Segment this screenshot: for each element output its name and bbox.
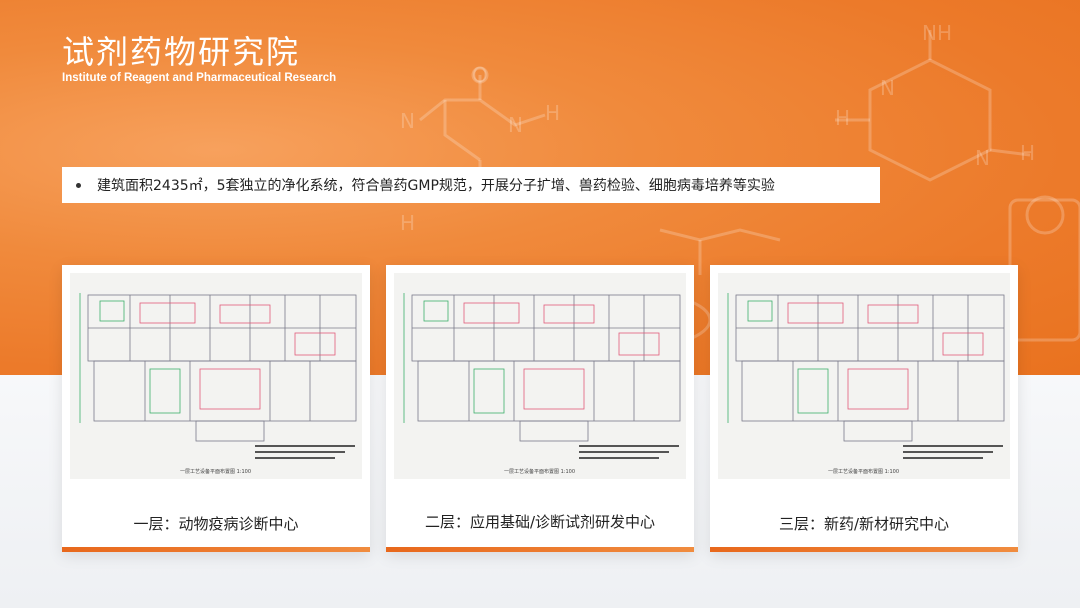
summary-text: 建筑面积2435㎡，5套独立的净化系统，符合兽药GMP规范，开展分子扩增、兽药检… bbox=[97, 178, 775, 194]
svg-text:H: H bbox=[835, 106, 850, 130]
page-subtitle: Institute of Reagent and Pharmaceutical … bbox=[62, 72, 337, 84]
floorplan-drawing-icon: 一层工艺设备平面布置图 1:100 bbox=[70, 273, 362, 479]
card-caption: 一层：动物疫病诊断中心 bbox=[133, 515, 299, 533]
svg-text:N: N bbox=[508, 113, 523, 137]
floor-plan-image: 一层工艺设备平面布置图 1:100 bbox=[70, 273, 362, 479]
svg-text:NH: NH bbox=[922, 21, 952, 45]
bullet-icon bbox=[76, 182, 81, 188]
svg-text:N: N bbox=[880, 76, 895, 100]
svg-text:H: H bbox=[400, 211, 415, 235]
floor-plan-image: 一层工艺设备平面布置图 1:100 bbox=[718, 273, 1010, 479]
floor-card-2: 一层工艺设备平面布置图 1:100 二层：应用基础/诊断试剂研发中心 bbox=[386, 265, 694, 552]
svg-text:H: H bbox=[545, 101, 560, 125]
card-caption: 三层：新药/新材研究中心 bbox=[778, 515, 950, 533]
card-caption: 二层：应用基础/诊断试剂研发中心 bbox=[424, 513, 656, 531]
plan-label: 一层工艺设备平面布置图 1:100 bbox=[180, 468, 251, 475]
plan-label: 一层工艺设备平面布置图 1:100 bbox=[828, 468, 899, 475]
floorplan-drawing-icon: 一层工艺设备平面布置图 1:100 bbox=[394, 273, 686, 479]
svg-text:H: H bbox=[1020, 141, 1035, 165]
floor-card-1: 一层工艺设备平面布置图 1:100 一层：动物疫病诊断中心 bbox=[62, 265, 370, 552]
floor-card-3: 一层工艺设备平面布置图 1:100 三层：新药/新材研究中心 bbox=[710, 265, 1018, 552]
floor-plan-image: 一层工艺设备平面布置图 1:100 bbox=[394, 273, 686, 479]
card-accent-bar bbox=[386, 547, 694, 552]
plan-label: 一层工艺设备平面布置图 1:100 bbox=[504, 468, 575, 475]
page-title: 试剂药物研究院 bbox=[62, 33, 301, 71]
svg-text:N: N bbox=[400, 109, 415, 133]
svg-text:O: O bbox=[472, 63, 488, 87]
summary-bullet: 建筑面积2435㎡，5套独立的净化系统，符合兽药GMP规范，开展分子扩增、兽药检… bbox=[62, 167, 880, 203]
svg-text:N: N bbox=[975, 146, 990, 170]
floorplan-drawing-icon: 一层工艺设备平面布置图 1:100 bbox=[718, 273, 1010, 479]
card-accent-bar bbox=[710, 547, 1018, 552]
card-accent-bar bbox=[62, 547, 370, 552]
